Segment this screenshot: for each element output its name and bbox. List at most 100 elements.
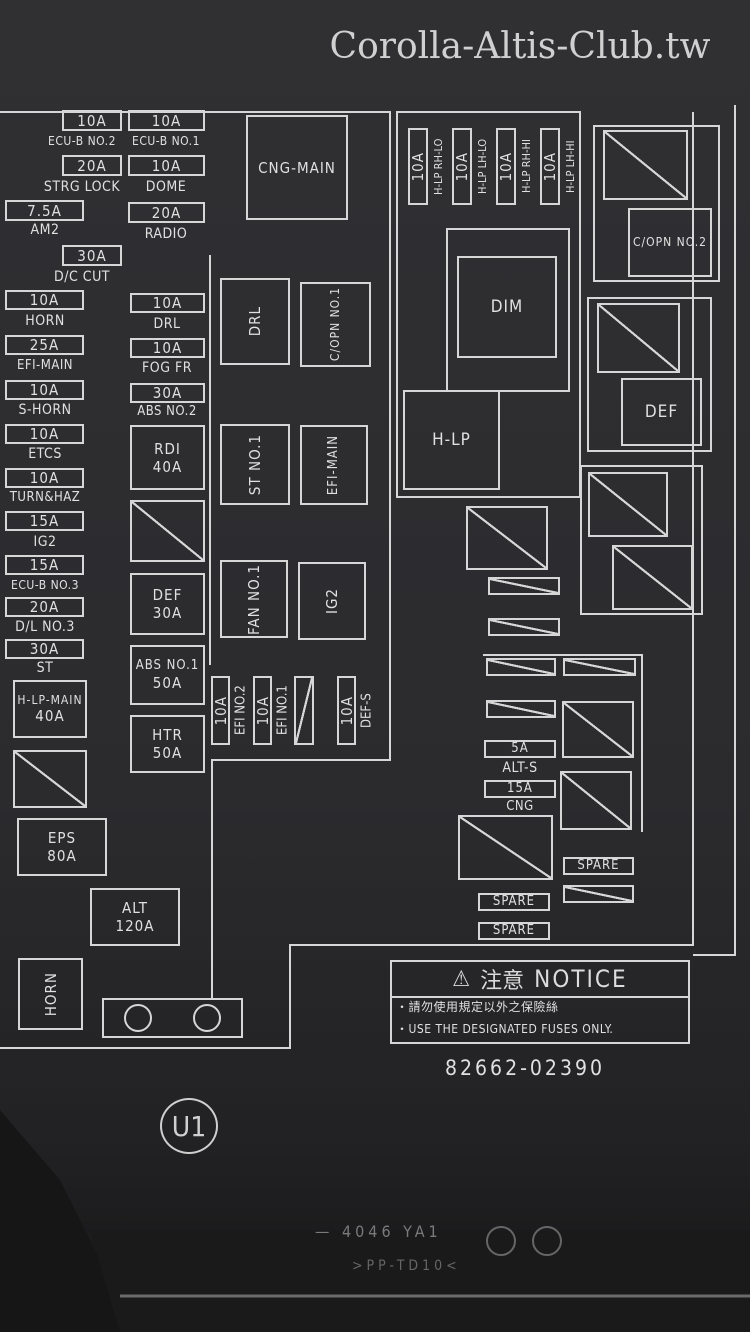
fuse-st[interactable]: 30A <box>5 639 84 659</box>
relay-blank[interactable] <box>612 545 693 610</box>
relay-label: DRL <box>246 306 264 337</box>
notice-title-en: NOTICE <box>534 965 628 993</box>
fuse-label: ECU-B NO.3 <box>11 578 79 592</box>
relay-blank[interactable] <box>588 472 668 537</box>
fuse-horn[interactable]: 10A <box>5 290 84 310</box>
fuse-blank[interactable] <box>294 676 314 745</box>
fuse-def[interactable]: DEF 30A <box>130 573 205 635</box>
fuse-rdi[interactable]: RDI 40A <box>130 425 205 490</box>
relay-def[interactable]: DEF <box>621 378 702 446</box>
fuse-amp: 10A <box>541 151 559 182</box>
fuse-abs-no2[interactable]: 30A <box>130 383 205 403</box>
fuse-efi-main[interactable]: 25A <box>5 335 84 355</box>
mold-text-1: 4046 YA1 <box>341 1222 442 1241</box>
relay-label: ST NO.1 <box>246 433 264 496</box>
fuse-am2[interactable]: 7.5A <box>5 200 84 221</box>
fuse-turn-haz[interactable]: 10A <box>5 468 84 488</box>
fuse-dl-no3[interactable]: 20A <box>5 597 84 617</box>
fuse-dome[interactable]: 10A <box>128 155 205 176</box>
notice-line: ・USE THE DESIGNATED FUSES ONLY. <box>396 1022 614 1036</box>
fuse-h-lp-rh-hi[interactable]: 10A <box>496 128 516 205</box>
relay-blank[interactable] <box>130 500 205 562</box>
fuse-h-lp-lh-hi[interactable]: 10A <box>540 128 560 205</box>
relay-st-no1[interactable]: ST NO.1 <box>220 424 290 505</box>
fuse-label: TURN&HAZ <box>9 490 81 505</box>
relay-c-opn-no2[interactable]: C/OPN NO.2 <box>628 208 712 277</box>
fuse-h-lp-main[interactable]: H-LP-MAIN 40A <box>13 680 87 738</box>
fuse-label: DEF-S <box>359 693 375 728</box>
relay-drl[interactable]: DRL <box>220 278 290 365</box>
fuse-abs-no1[interactable]: ABS NO.1 50A <box>130 645 205 705</box>
part-number: 82662-02390 <box>445 1056 605 1080</box>
fuse-amp: 10A <box>497 151 515 182</box>
notice-title-cn: 注意 <box>480 969 525 994</box>
relay-efi-main[interactable]: EFI-MAIN <box>300 425 368 505</box>
fuse-h-lp-lh-lo[interactable]: 10A <box>452 128 472 205</box>
fuse-spare[interactable]: SPARE <box>478 893 550 911</box>
fuse-amp: 40A <box>152 457 183 476</box>
fuse-htr[interactable]: HTR 50A <box>130 715 205 773</box>
fuse-amp: 10A <box>337 695 356 726</box>
fuse-label: HTR <box>152 726 183 744</box>
fuse-ig2[interactable]: 15A <box>5 511 84 531</box>
fuse-blank[interactable] <box>486 700 556 718</box>
fuse-amp: 10A <box>253 695 272 726</box>
fuse-def-s[interactable]: 10A <box>337 676 356 745</box>
relay-h-lp[interactable]: H-LP <box>403 390 500 490</box>
fuse-alt[interactable]: ALT 120A <box>90 888 180 946</box>
fuse-amp: 120A <box>115 917 155 935</box>
relay-horn[interactable]: HORN <box>18 958 83 1030</box>
fuse-h-lp-rh-lo[interactable]: 10A <box>408 128 428 205</box>
fuse-etcs[interactable]: 10A <box>5 424 84 444</box>
relay-c-opn-no1[interactable]: C/OPN NO.1 <box>300 282 371 367</box>
fuse-blank[interactable] <box>488 618 560 636</box>
fuse-label: H-LP RH-HI <box>520 139 533 194</box>
fuse-eps[interactable]: EPS 80A <box>17 818 107 876</box>
fuse-cng[interactable]: 15A <box>484 780 556 798</box>
fuse-label: ST <box>36 660 54 676</box>
fuse-radio[interactable]: 20A <box>128 202 205 223</box>
relay-blank[interactable] <box>562 701 634 758</box>
fuse-label: ECU-B NO.2 <box>48 134 116 148</box>
relay-dim[interactable]: DIM <box>457 256 557 358</box>
fuse-amp: 10A <box>211 695 230 726</box>
fuse-ecu-b-no2[interactable]: 10A <box>62 110 122 131</box>
u1-mark: U1 <box>160 1098 218 1154</box>
fuse-ecu-b-no1[interactable]: 10A <box>128 110 205 131</box>
fuse-blank[interactable] <box>563 885 634 903</box>
relay-ig2[interactable]: IG2 <box>298 562 366 640</box>
fuse-label: ALT <box>122 899 148 917</box>
fuse-spare[interactable]: SPARE <box>563 857 634 875</box>
fuse-label: H-LP RH-LO <box>432 138 445 195</box>
relay-blank[interactable] <box>597 303 680 373</box>
relay-blank[interactable] <box>603 130 688 200</box>
fuse-strg-lock[interactable]: 20A <box>62 155 122 176</box>
fuse-cng-main[interactable]: CNG-MAIN <box>246 115 348 220</box>
fuse-drl[interactable]: 10A <box>130 293 205 313</box>
relay-label: C/OPN NO.1 <box>328 287 343 362</box>
dim-relay-frame <box>446 228 570 392</box>
fuse-spare[interactable]: SPARE <box>478 922 550 940</box>
relay-blank[interactable] <box>560 771 632 830</box>
relay-blank[interactable] <box>13 750 87 808</box>
fuse-ecu-b-no3[interactable]: 15A <box>5 555 84 575</box>
fuse-blank[interactable] <box>486 658 556 676</box>
fuse-amp: 40A <box>35 707 65 726</box>
fuse-blank[interactable] <box>563 658 636 676</box>
recycle-mark-icon <box>532 1226 562 1256</box>
fuse-alt-s[interactable]: 5A <box>484 740 556 758</box>
fuse-blank[interactable] <box>488 577 560 595</box>
fuse-dc-cut[interactable]: 30A <box>62 245 122 266</box>
fuse-s-horn[interactable]: 10A <box>5 380 84 400</box>
relay-label: IG2 <box>323 587 341 615</box>
fuse-fog-fr[interactable]: 10A <box>130 338 205 358</box>
fuse-label: CNG <box>506 799 534 814</box>
fuse-efi-no1[interactable]: 10A <box>253 676 272 745</box>
fuse-label: HORN <box>25 313 65 329</box>
relay-blank[interactable] <box>466 506 548 570</box>
fuse-efi-no2[interactable]: 10A <box>211 676 230 745</box>
relay-fan-no1[interactable]: FAN NO.1 <box>220 560 288 638</box>
recycle-mark-icon <box>486 1226 516 1256</box>
relay-blank[interactable] <box>458 815 553 880</box>
